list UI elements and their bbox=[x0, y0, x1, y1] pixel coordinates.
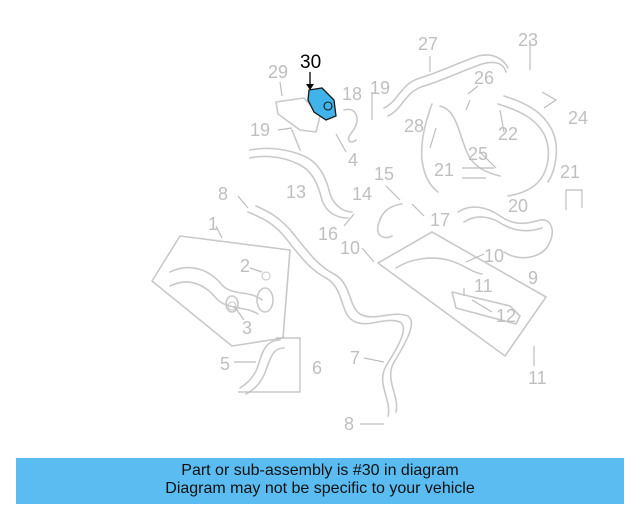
callout-8a: 8 bbox=[218, 184, 228, 204]
callout-22: 22 bbox=[498, 124, 518, 144]
banner-line-1: Part or sub-assembly is #30 in diagram bbox=[181, 462, 459, 479]
callout-21b: 21 bbox=[560, 162, 580, 182]
callout-23: 23 bbox=[518, 30, 538, 50]
callout-10b: 10 bbox=[484, 246, 504, 266]
callout-19a: 19 bbox=[370, 78, 390, 98]
callout-2: 2 bbox=[240, 256, 250, 276]
callout-19b: 19 bbox=[250, 120, 270, 140]
banner-line-2: Diagram may not be specific to your vehi… bbox=[165, 480, 475, 497]
part-5-hose bbox=[239, 339, 281, 389]
callout-6: 6 bbox=[312, 358, 322, 378]
callout-4: 4 bbox=[348, 150, 358, 170]
callout-24: 24 bbox=[568, 108, 588, 128]
part-1-hose bbox=[169, 266, 263, 301]
part-27-hose bbox=[383, 54, 509, 109]
part-1-plate bbox=[151, 235, 291, 347]
callout-18: 18 bbox=[342, 84, 362, 104]
callout-15: 15 bbox=[374, 164, 394, 184]
callout-20: 20 bbox=[508, 196, 528, 216]
callout-17: 17 bbox=[430, 210, 450, 230]
callout-12: 12 bbox=[496, 306, 516, 326]
callout-13: 13 bbox=[286, 182, 306, 202]
callout-8b: 8 bbox=[344, 414, 354, 434]
callout-9: 9 bbox=[528, 268, 538, 288]
callout-26: 26 bbox=[474, 68, 494, 88]
part-9-plate bbox=[377, 231, 547, 357]
part-28-hose bbox=[420, 103, 439, 193]
callout-3: 3 bbox=[242, 318, 252, 338]
callout-7: 7 bbox=[350, 348, 360, 368]
callout-5: 5 bbox=[220, 354, 230, 374]
part-13-hose bbox=[249, 147, 353, 213]
callout-28: 28 bbox=[404, 116, 424, 136]
callout-25: 25 bbox=[468, 144, 488, 164]
info-banner: Part or sub-assembly is #30 in diagram D… bbox=[16, 458, 624, 504]
callout-30: 30 bbox=[300, 52, 321, 73]
part-7-hose bbox=[247, 211, 405, 417]
callout-10a: 10 bbox=[340, 238, 360, 258]
part-14-hose bbox=[376, 203, 403, 239]
callout-21a: 21 bbox=[434, 160, 454, 180]
part-22-hose bbox=[497, 103, 550, 197]
part-12-bracket bbox=[451, 291, 521, 325]
callout-11a: 11 bbox=[474, 276, 493, 296]
callout-27: 27 bbox=[418, 34, 438, 54]
part-10-hose bbox=[395, 257, 483, 275]
callout-29: 29 bbox=[268, 62, 288, 82]
part-20-hose bbox=[457, 206, 553, 259]
callout-1: 1 bbox=[208, 214, 218, 234]
callout-16: 16 bbox=[318, 224, 338, 244]
part-18-hose bbox=[343, 108, 358, 143]
part-30-highlight bbox=[306, 72, 337, 121]
part-25-hose bbox=[439, 105, 501, 177]
callout-11b: 11 bbox=[528, 368, 547, 388]
parts-diagram: 30 29 27 23 26 24 22 19 18 28 25 19 4 21… bbox=[151, 30, 588, 434]
part-29-fitting bbox=[275, 97, 321, 133]
callout-14: 14 bbox=[352, 184, 372, 204]
